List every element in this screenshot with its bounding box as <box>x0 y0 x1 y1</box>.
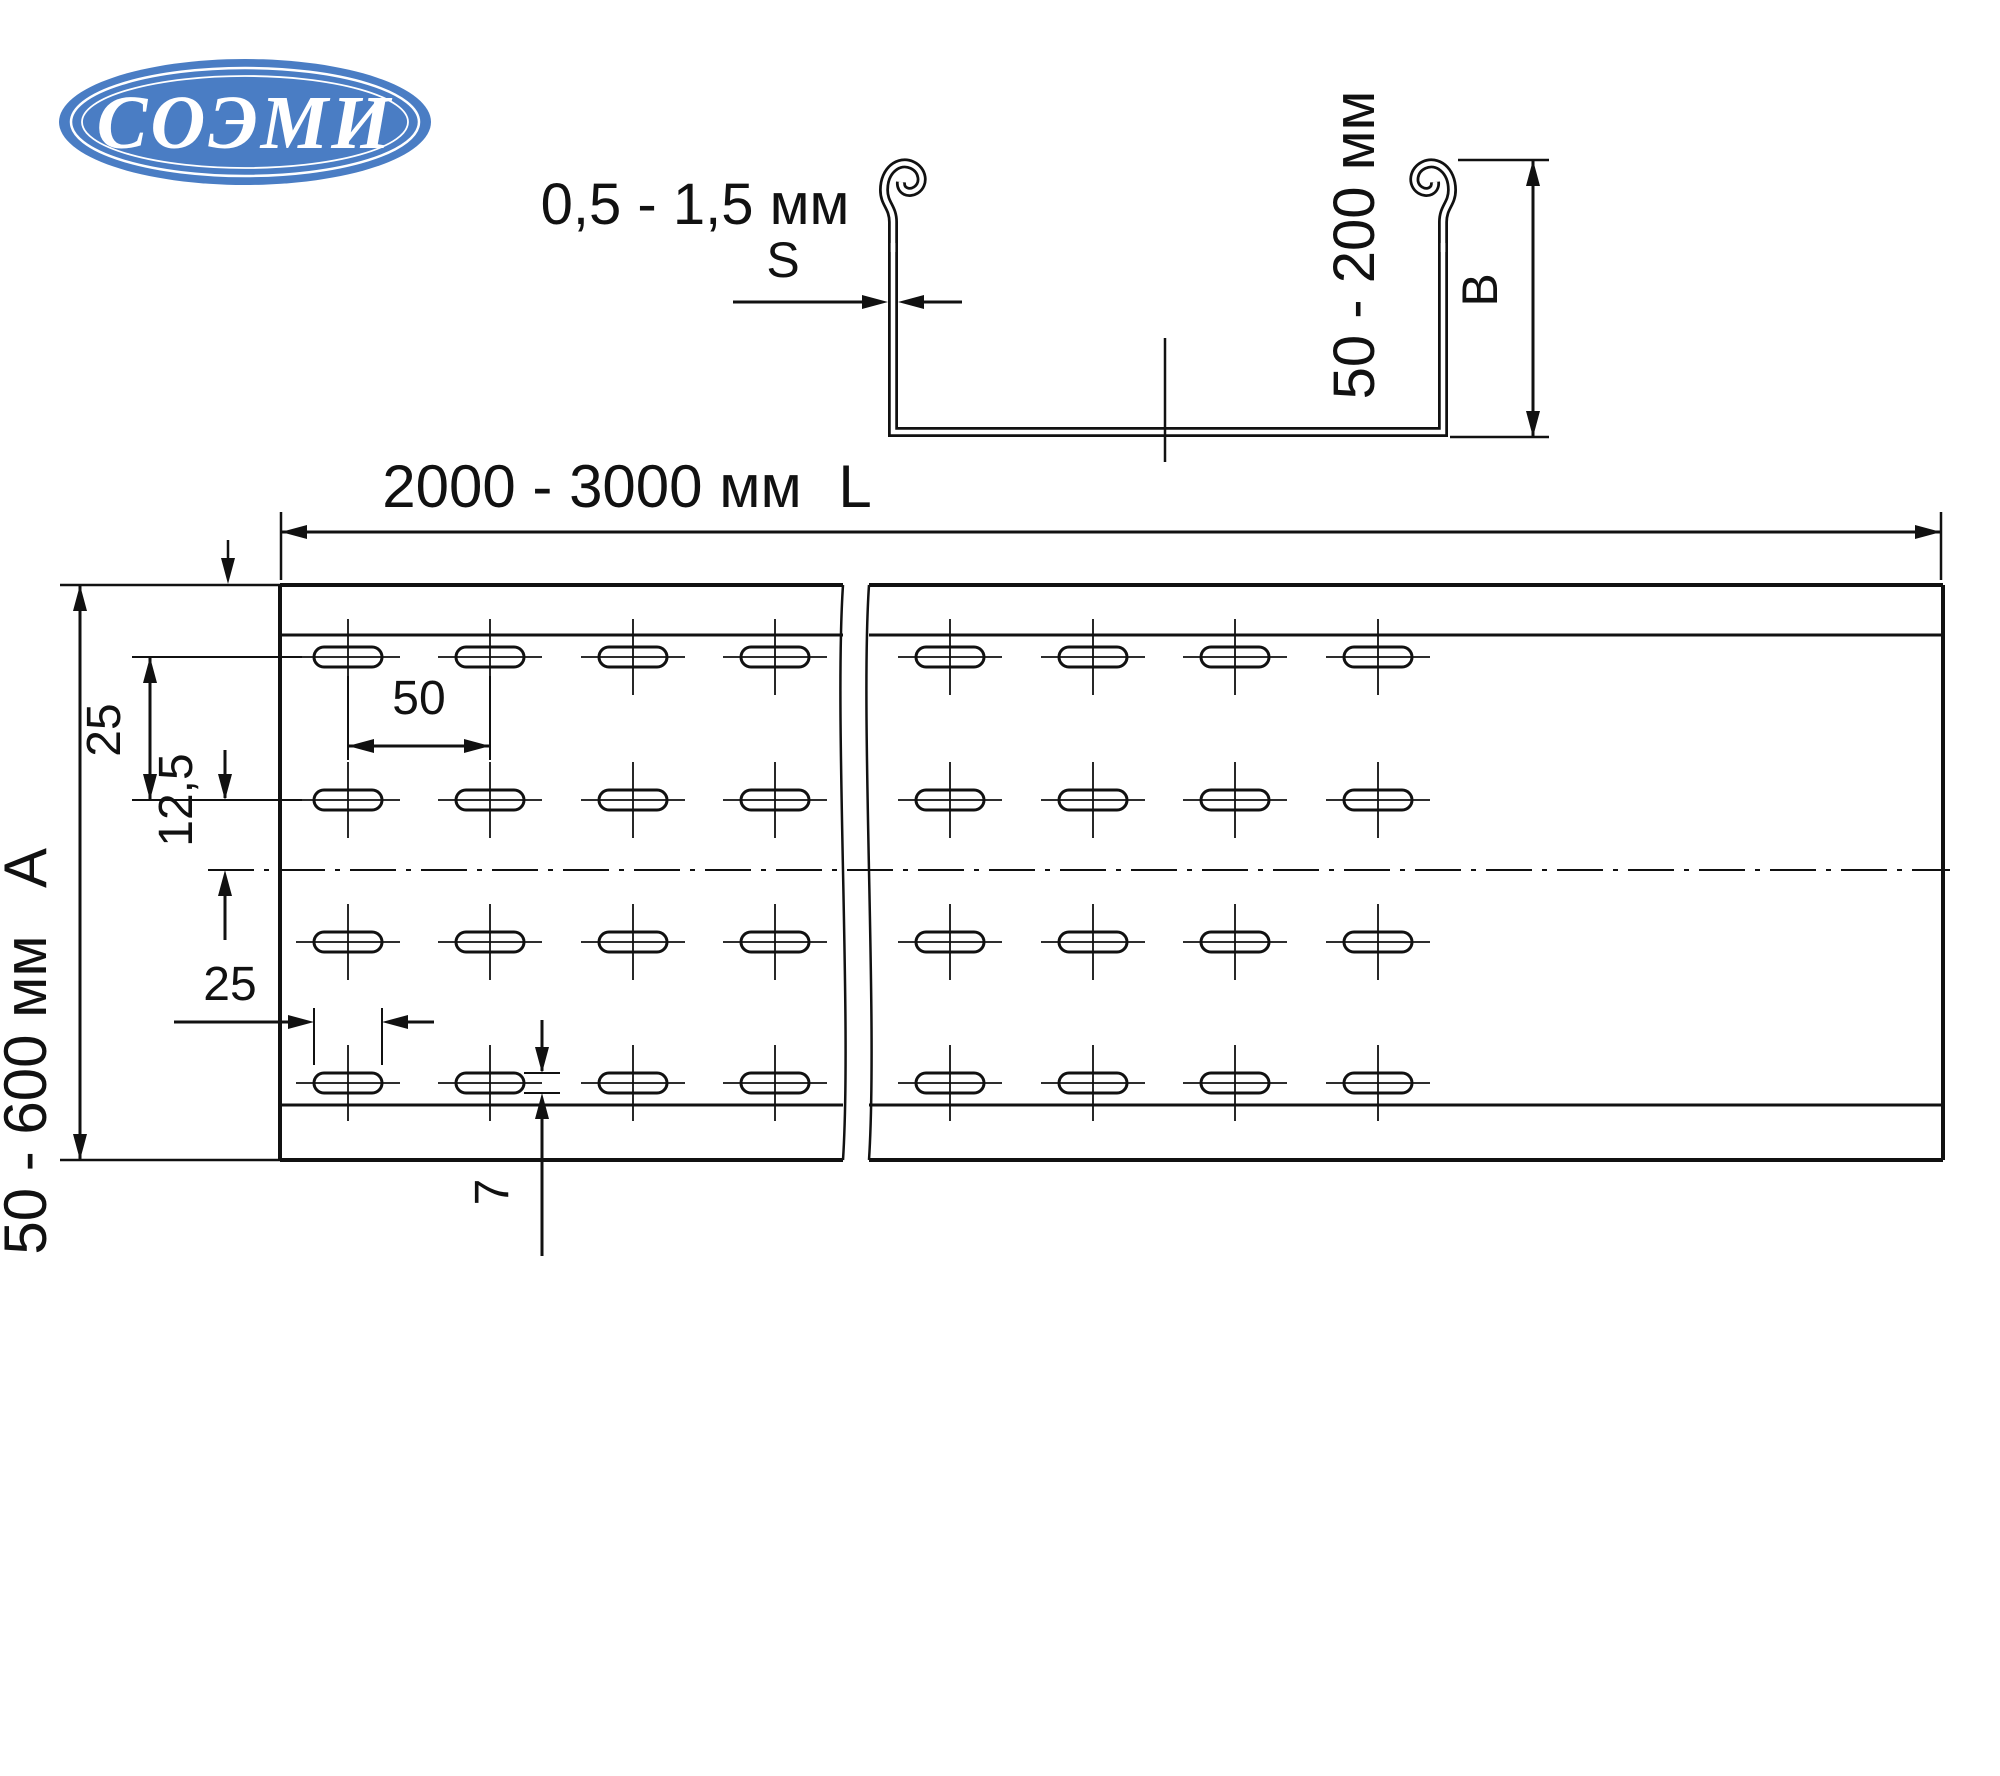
dim-slotlen-arrow-right <box>382 1015 408 1029</box>
break-line-left <box>839 584 847 1161</box>
dim-slotht-arrow-top <box>535 1047 549 1073</box>
dim-length-arrow-right <box>1915 525 1941 539</box>
dim-width-arrow-bottom <box>73 1134 87 1160</box>
slot-length-label: 25 <box>203 958 256 1011</box>
height-range-label: 50 - 200 мм <box>1322 91 1387 400</box>
dim-halfpitch-arrow-top <box>218 774 232 800</box>
dim-height-arrow-bottom <box>1526 411 1540 437</box>
profile-left-curl-gap <box>881 161 924 252</box>
logo: СОЭМИ <box>59 59 431 185</box>
width-range-label: 50 - 600 мм <box>0 935 59 1254</box>
logo-ring-inner <box>81 75 409 169</box>
dim-width-arrow-top <box>73 585 87 611</box>
half-pitch-label: 12,5 <box>150 753 203 846</box>
slot-pitch-label: 50 <box>392 672 445 725</box>
dim-halfpitch-arrow-bottom <box>218 870 232 896</box>
thickness-symbol-label: S <box>766 232 799 288</box>
slot-height-label: 7 <box>466 1179 519 1206</box>
top-edge-pointer-arrow <box>221 558 235 584</box>
slot-grid <box>296 619 1430 1121</box>
dim-length-arrow-left <box>281 525 307 539</box>
dim-slotht-arrow-bottom <box>535 1093 549 1119</box>
logo-wordmark: СОЭМИ <box>97 81 394 165</box>
dim-rowpitch-arrow-top <box>143 657 157 683</box>
height-symbol-label: B <box>1452 273 1508 306</box>
break-line-right <box>865 584 873 1161</box>
thickness-range-label: 0,5 - 1,5 мм <box>541 172 850 237</box>
dim-height-arrow-top <box>1526 160 1540 186</box>
length-range-label: 2000 - 3000 мм <box>382 453 801 520</box>
dim-slotpitch-arrow-right <box>464 739 490 753</box>
width-symbol-label: А <box>0 848 59 888</box>
dim-slotpitch-arrow-left <box>348 739 374 753</box>
logo-ellipse <box>59 59 431 185</box>
dim-rowpitch-arrow-bottom <box>143 774 157 800</box>
dim-thickness-arrow-left <box>862 295 888 309</box>
profile-right-curl-gap <box>1412 161 1455 252</box>
dim-slotlen-arrow-left <box>288 1015 314 1029</box>
profile-channel-inner-gap <box>890 243 1446 435</box>
plan-view: 2000 - 3000 мм L 50 - 600 мм А 25 12,5 5… <box>0 453 1950 1256</box>
profile-section-view: 0,5 - 1,5 мм S 50 - 200 мм B <box>541 91 1549 462</box>
row-pitch-label: 25 <box>78 703 131 756</box>
dim-thickness-arrow-right <box>898 295 924 309</box>
logo-ring-outer <box>69 66 421 178</box>
length-symbol-label: L <box>838 453 871 520</box>
